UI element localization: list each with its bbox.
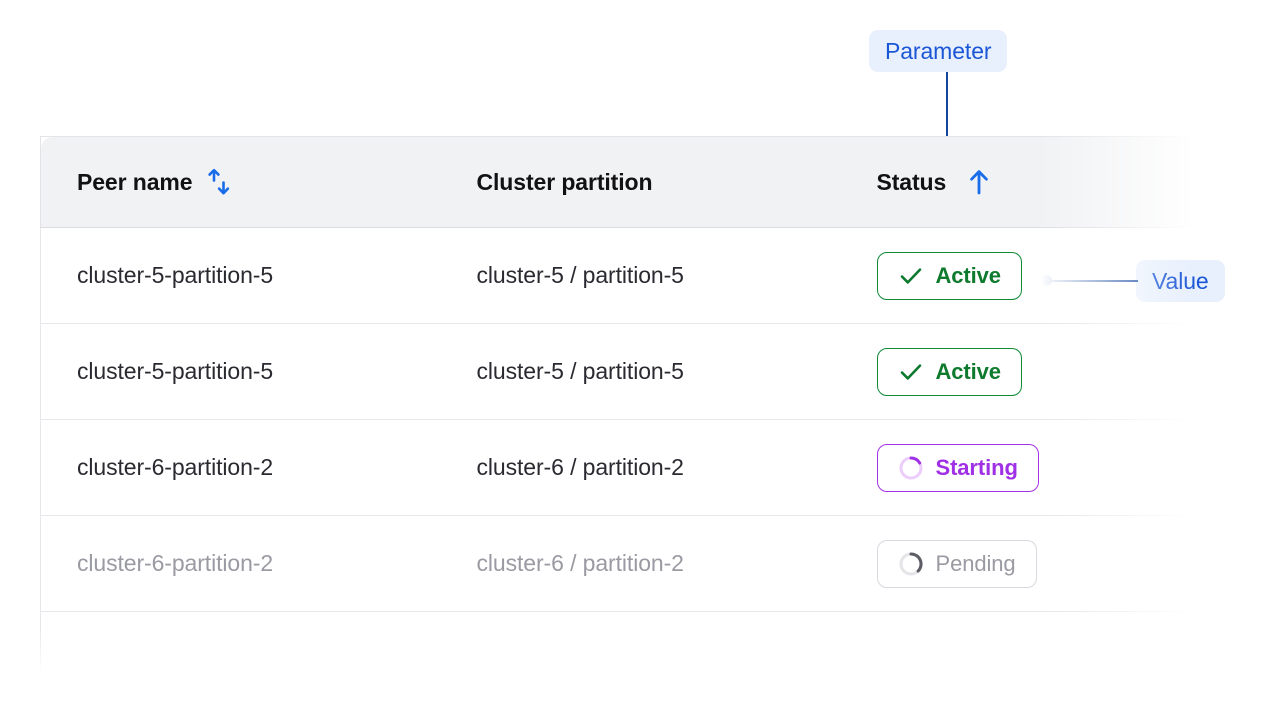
column-header-peer-name[interactable]: Peer name [40, 136, 441, 228]
column-header-status-label: Status [876, 168, 947, 195]
table-row[interactable] [40, 611, 1201, 708]
status-badge-label: Active [935, 358, 1002, 384]
spinner-icon [898, 551, 924, 577]
peer-table: Peer name Cluster partit [40, 136, 1201, 708]
sort-both-icon[interactable] [206, 167, 232, 197]
column-header-cluster-partition-label: Cluster partition [476, 168, 653, 195]
cell-status: Active [840, 227, 1201, 324]
table-row[interactable]: cluster-5-partition-5 cluster-5 / partit… [40, 227, 1201, 324]
cell-cluster-partition: cluster-5 / partition-5 [440, 323, 841, 420]
cell-status: Active [840, 323, 1201, 420]
table-header-row: Peer name Cluster partit [40, 136, 1201, 228]
cell-cluster-partition: cluster-6 / partition-2 [440, 515, 841, 612]
callout-parameter: Parameter [869, 30, 1008, 72]
column-header-status[interactable]: Status [840, 136, 1201, 228]
sort-asc-icon[interactable] [966, 167, 992, 197]
cell-status [840, 611, 1201, 708]
check-icon [898, 359, 924, 385]
check-icon [898, 263, 924, 289]
table-row[interactable]: cluster-6-partition-2 cluster-6 / partit… [40, 419, 1201, 516]
table-body: cluster-5-partition-5 cluster-5 / partit… [40, 227, 1201, 708]
cell-peer-name: cluster-6-partition-2 [40, 419, 441, 516]
cell-cluster-partition: cluster-6 / partition-2 [440, 419, 841, 516]
cell-peer-name: cluster-5-partition-5 [40, 227, 441, 324]
status-badge-label: Pending [935, 550, 1016, 576]
connector-line-parameter [946, 72, 948, 156]
column-header-cluster-partition[interactable]: Cluster partition [440, 136, 841, 228]
status-badge-active[interactable]: Active [876, 251, 1022, 300]
status-badge-active[interactable]: Active [876, 347, 1022, 396]
column-header-peer-name-label: Peer name [77, 168, 193, 195]
table-header: Peer name Cluster partit [40, 136, 1201, 228]
cell-peer-name: cluster-5-partition-5 [40, 323, 441, 420]
cell-status: Pending [840, 515, 1201, 612]
status-badge-starting[interactable]: Starting [876, 443, 1039, 492]
status-badge-label: Active [935, 262, 1002, 288]
spinner-icon [898, 455, 924, 481]
cell-peer-name [40, 611, 441, 708]
table-row[interactable]: cluster-6-partition-2 cluster-6 / partit… [40, 515, 1201, 612]
status-badge-label: Starting [935, 454, 1018, 480]
peer-table-container: Peer name Cluster partit [40, 136, 1201, 708]
cell-peer-name: cluster-6-partition-2 [40, 515, 441, 612]
table-row[interactable]: cluster-5-partition-5 cluster-5 / partit… [40, 323, 1201, 420]
cell-cluster-partition: cluster-5 / partition-5 [440, 227, 841, 324]
cell-status: Starting [840, 419, 1201, 516]
status-badge-pending[interactable]: Pending [876, 539, 1037, 588]
cell-cluster-partition [440, 611, 841, 708]
